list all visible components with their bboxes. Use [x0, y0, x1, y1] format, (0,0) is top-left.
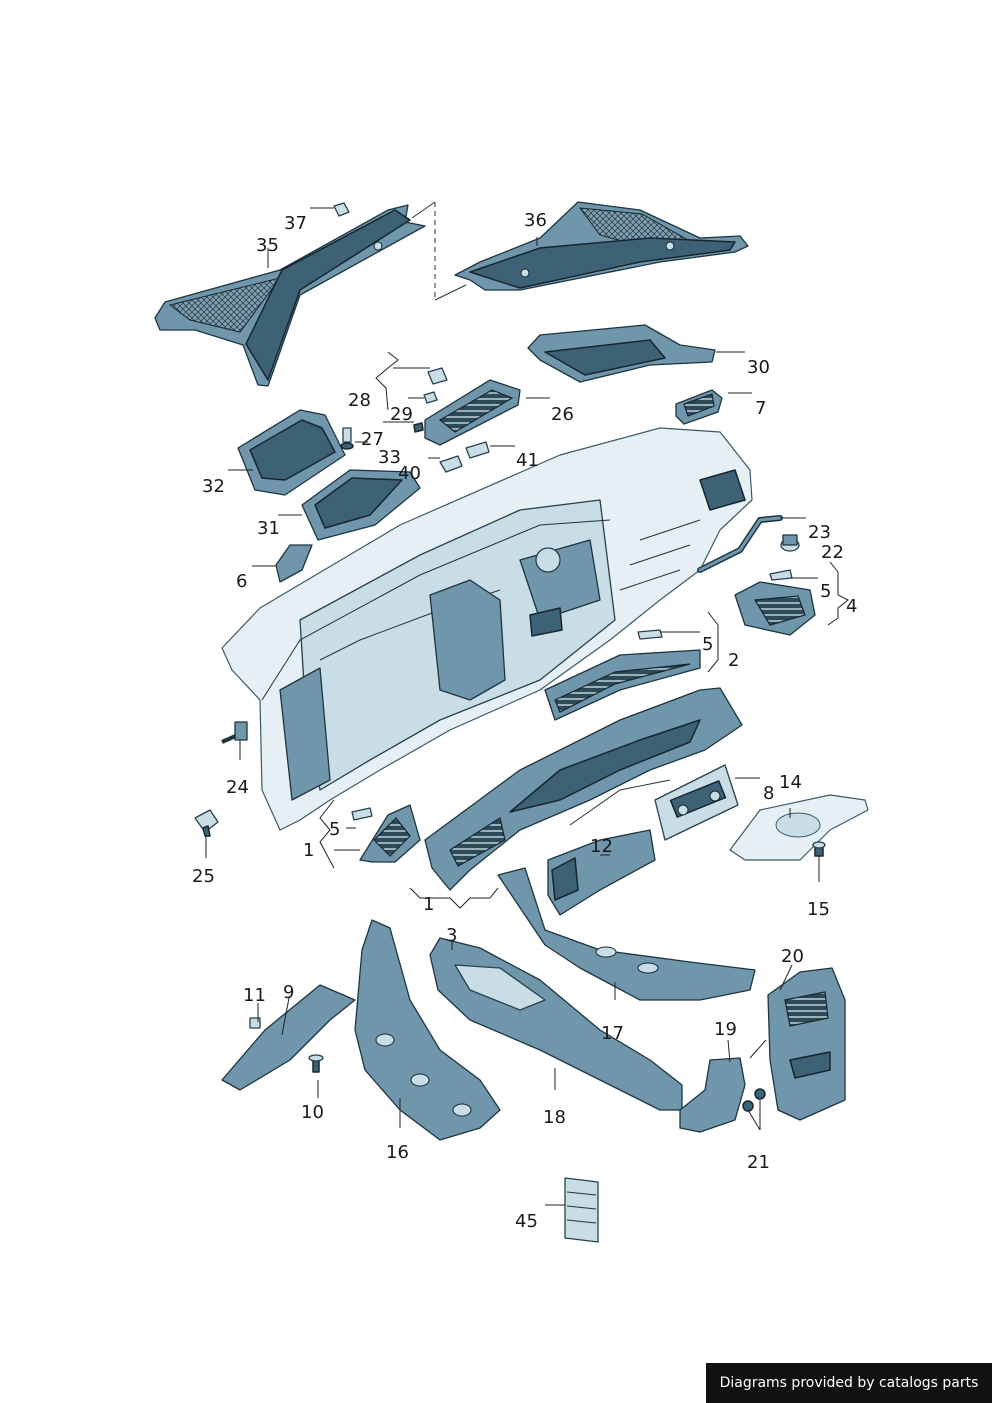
floor-duct-18 — [429, 937, 683, 1111]
watermark-banner: Diagrams provided by catalogs parts — [706, 1363, 992, 1403]
side-vent-right-4 — [734, 569, 816, 636]
dashboard-trim-bezel — [424, 687, 743, 891]
callout-21: 21 — [747, 1152, 770, 1173]
sensor-part-24 — [221, 721, 248, 744]
callout-28: 28 — [348, 390, 371, 411]
callout-27: 27 — [361, 429, 384, 450]
callout-41: 41 — [516, 450, 539, 471]
clip-part-11 — [249, 1017, 261, 1029]
callout-16: 16 — [386, 1142, 409, 1163]
vent-part-7 — [675, 389, 723, 425]
side-vent-left-1 — [359, 804, 421, 863]
duct-piece-19 — [679, 1057, 746, 1133]
clip-part-5-left — [351, 807, 373, 821]
climate-panel-8 — [654, 764, 739, 841]
side-duct-16 — [354, 919, 501, 1141]
callout-23: 23 — [808, 522, 831, 543]
callout-22: 22 — [821, 542, 844, 563]
callout-labels: 35 37 36 30 28 29 26 7 27 33 40 41 32 31… — [192, 210, 857, 1232]
cover-part-6 — [275, 544, 313, 583]
screw-part-15 — [812, 841, 826, 857]
callout-6: 6 — [236, 571, 247, 592]
tray-part-30 — [527, 324, 716, 383]
callout-1-bottom: 1 — [423, 894, 434, 915]
leader-lines — [205, 207, 849, 1206]
air-duct-17 — [497, 867, 756, 1001]
callout-17: 17 — [601, 1023, 624, 1044]
cover-panel-14 — [729, 794, 869, 861]
cowl-panel-right — [454, 201, 749, 291]
callout-7: 7 — [755, 398, 766, 419]
callout-45: 45 — [515, 1211, 538, 1232]
callout-5-left: 5 — [329, 819, 340, 840]
callout-5-center: 5 — [702, 634, 713, 655]
callout-31: 31 — [257, 518, 280, 539]
callout-29: 29 — [390, 404, 413, 425]
duct-part-12 — [547, 829, 656, 916]
center-vent-2 — [544, 649, 701, 721]
callout-12: 12 — [590, 836, 613, 857]
clip-part-41 — [465, 441, 490, 459]
callout-20: 20 — [781, 946, 804, 967]
clip-part-28 — [427, 367, 448, 385]
vent-housing-32 — [237, 409, 346, 496]
defrost-vent-26 — [424, 379, 521, 446]
filter-part-45 — [564, 1177, 599, 1243]
clip-part-5-upper — [637, 629, 663, 640]
callout-10: 10 — [301, 1102, 324, 1123]
callout-15: 15 — [807, 899, 830, 920]
callout-3: 3 — [446, 925, 457, 946]
callout-8: 8 — [763, 783, 774, 804]
callout-2: 2 — [728, 650, 739, 671]
callout-9: 9 — [283, 982, 294, 1003]
clip-part-40 — [439, 455, 463, 473]
cowl-panel-left — [154, 204, 426, 387]
clip-part-29 — [413, 391, 438, 433]
callout-37: 37 — [284, 213, 307, 234]
left-duct-9 — [221, 984, 356, 1091]
vent-frame-31 — [301, 469, 421, 541]
rear-vent-20 — [767, 967, 846, 1121]
clip-part-37 — [333, 202, 350, 217]
callout-33: 33 — [378, 447, 401, 468]
callout-1-left: 1 — [303, 840, 314, 861]
callout-30: 30 — [747, 357, 770, 378]
callout-14: 14 — [779, 772, 802, 793]
callout-18: 18 — [543, 1107, 566, 1128]
hose-part-23 — [697, 515, 800, 573]
clip-part-25 — [194, 809, 219, 837]
callout-11: 11 — [243, 985, 266, 1006]
callout-4: 4 — [846, 596, 857, 617]
callout-32: 32 — [202, 476, 225, 497]
callout-25: 25 — [192, 866, 215, 887]
callout-35: 35 — [256, 235, 279, 256]
callout-26: 26 — [551, 404, 574, 425]
screw-part-10 — [308, 1054, 324, 1073]
callout-36: 36 — [524, 210, 547, 231]
callout-5-right: 5 — [820, 581, 831, 602]
pin-part-27 — [340, 427, 354, 450]
dashboard-body — [221, 427, 753, 831]
callout-24: 24 — [226, 777, 249, 798]
screws-part-21 — [742, 1088, 766, 1112]
callout-19: 19 — [714, 1019, 737, 1040]
callout-40: 40 — [398, 463, 421, 484]
